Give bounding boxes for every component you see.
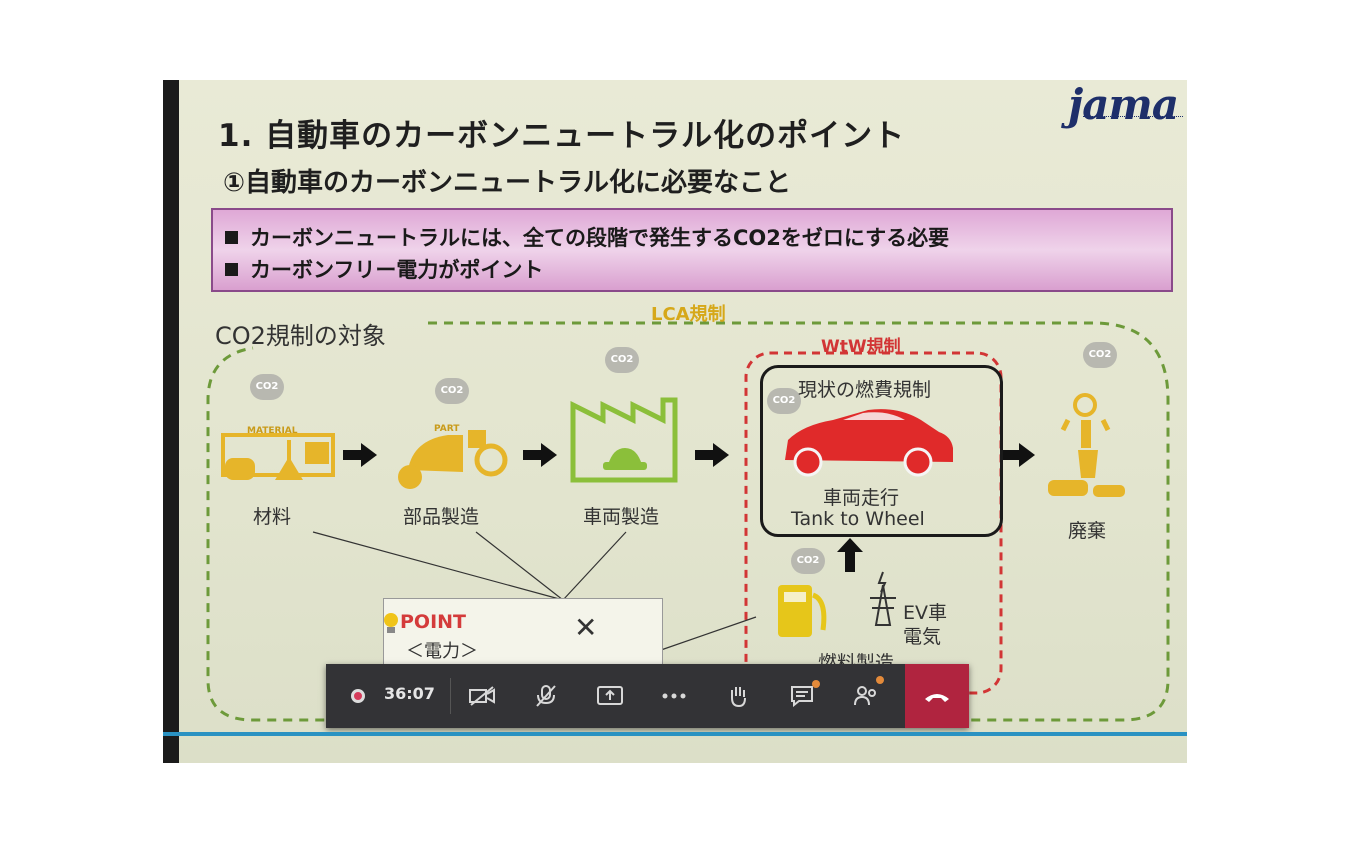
disposal-icon — [1048, 393, 1125, 497]
tank-to-wheel-box — [760, 365, 1003, 537]
co2-cloud-icon: CO2 — [767, 388, 801, 414]
co2-cloud-icon: CO2 — [435, 378, 469, 404]
chat-badge — [812, 680, 820, 688]
monitor-bezel — [163, 80, 179, 763]
participants-icon[interactable] — [834, 664, 898, 728]
key-points-box: カーボンニュートラルには、全ての段階で発生するCO2をゼロにする必要 カーボンフ… — [211, 208, 1173, 292]
share-screen-icon[interactable] — [578, 664, 642, 728]
stage-material-label: 材料 — [253, 506, 292, 528]
meeting-toolbar: 36:07 — [326, 664, 969, 728]
vehicle-running-label: 車両走行 — [823, 487, 900, 509]
co2-cloud-icon: CO2 — [605, 347, 639, 373]
mic-off-icon[interactable] — [514, 664, 578, 728]
material-icon — [221, 433, 335, 480]
raise-hand-icon[interactable] — [706, 664, 770, 728]
bullet-item: カーボンフリー電力がポイント — [225, 254, 543, 284]
slide-footer-line — [163, 732, 1187, 736]
logo-underline — [1083, 116, 1183, 120]
bullet-item: カーボンニュートラルには、全ての段階で発生するCO2をゼロにする必要 — [225, 222, 949, 252]
bullet-square-icon — [225, 263, 238, 276]
current-regulation-label: 現状の燃費規制 — [798, 379, 932, 401]
slide-photo: 1. 自動車のカーボンニュートラル化のポイント ①自動車のカーボンニュートラル化… — [163, 80, 1187, 763]
meeting-timer: 36:07 — [384, 684, 435, 703]
co2-cloud-icon: CO2 — [1083, 342, 1117, 368]
lightbulb-icon — [384, 613, 398, 633]
close-icon[interactable]: ✕ — [574, 611, 598, 644]
part-icon-text: PART — [434, 424, 460, 434]
callout-line-fuel — [660, 616, 757, 651]
ev-label: EV車 — [903, 602, 948, 624]
lca-label: LCA規制 — [651, 304, 726, 325]
power-tower-icon — [870, 571, 896, 626]
flow-arrow-icon — [523, 443, 557, 467]
stage-vehicle-label: 車両製造 — [583, 506, 660, 528]
camera-off-icon[interactable] — [450, 664, 514, 728]
up-arrow-icon — [837, 538, 863, 572]
factory-icon — [570, 397, 678, 483]
tank-to-wheel-label: Tank to Wheel — [791, 508, 925, 530]
red-car-icon — [785, 409, 953, 477]
flow-arrow-icon — [343, 443, 377, 467]
point-title: POINT — [400, 611, 467, 633]
chat-icon[interactable] — [770, 664, 834, 728]
stage-parts-label: 部品製造 — [403, 506, 480, 528]
callout-line-material — [312, 531, 564, 601]
stage-disposal-label: 廃棄 — [1068, 520, 1107, 542]
co2-cloud-icon: CO2 — [791, 548, 825, 574]
participants-badge — [876, 676, 884, 684]
point-callout: POINT ＜電力＞ ✕ — [383, 598, 663, 670]
more-icon[interactable] — [642, 664, 706, 728]
lca-frame — [206, 321, 1170, 722]
co2-target-label: CO2規制の対象 — [215, 322, 386, 350]
hang-up-icon — [925, 694, 949, 702]
slide-title: 1. 自動車のカーボンニュートラル化のポイント — [218, 118, 906, 154]
bullet-square-icon — [225, 231, 238, 244]
callout-line-parts — [475, 531, 564, 601]
parts-icon — [398, 430, 508, 489]
hang-up-button[interactable] — [905, 664, 969, 728]
record-icon[interactable] — [326, 664, 390, 728]
co2-cloud-icon: CO2 — [250, 374, 284, 400]
flow-arrow-icon — [1001, 443, 1035, 467]
point-subtitle: ＜電力＞ — [406, 641, 478, 662]
flow-arrow-icon — [695, 443, 729, 467]
fuel-pump-icon — [778, 585, 827, 637]
lifecycle-diagram — [206, 321, 1170, 722]
slide-subtitle: ①自動車のカーボンニュートラル化に必要なこと — [223, 168, 792, 198]
jama-logo: jama — [1068, 80, 1179, 129]
material-icon-text: MATERIAL — [247, 426, 298, 436]
electricity-label: 電気 — [903, 626, 942, 648]
wtw-label: WtW規制 — [821, 337, 901, 357]
callout-line-vehicle — [562, 531, 627, 601]
toolbar-separator — [450, 678, 451, 714]
